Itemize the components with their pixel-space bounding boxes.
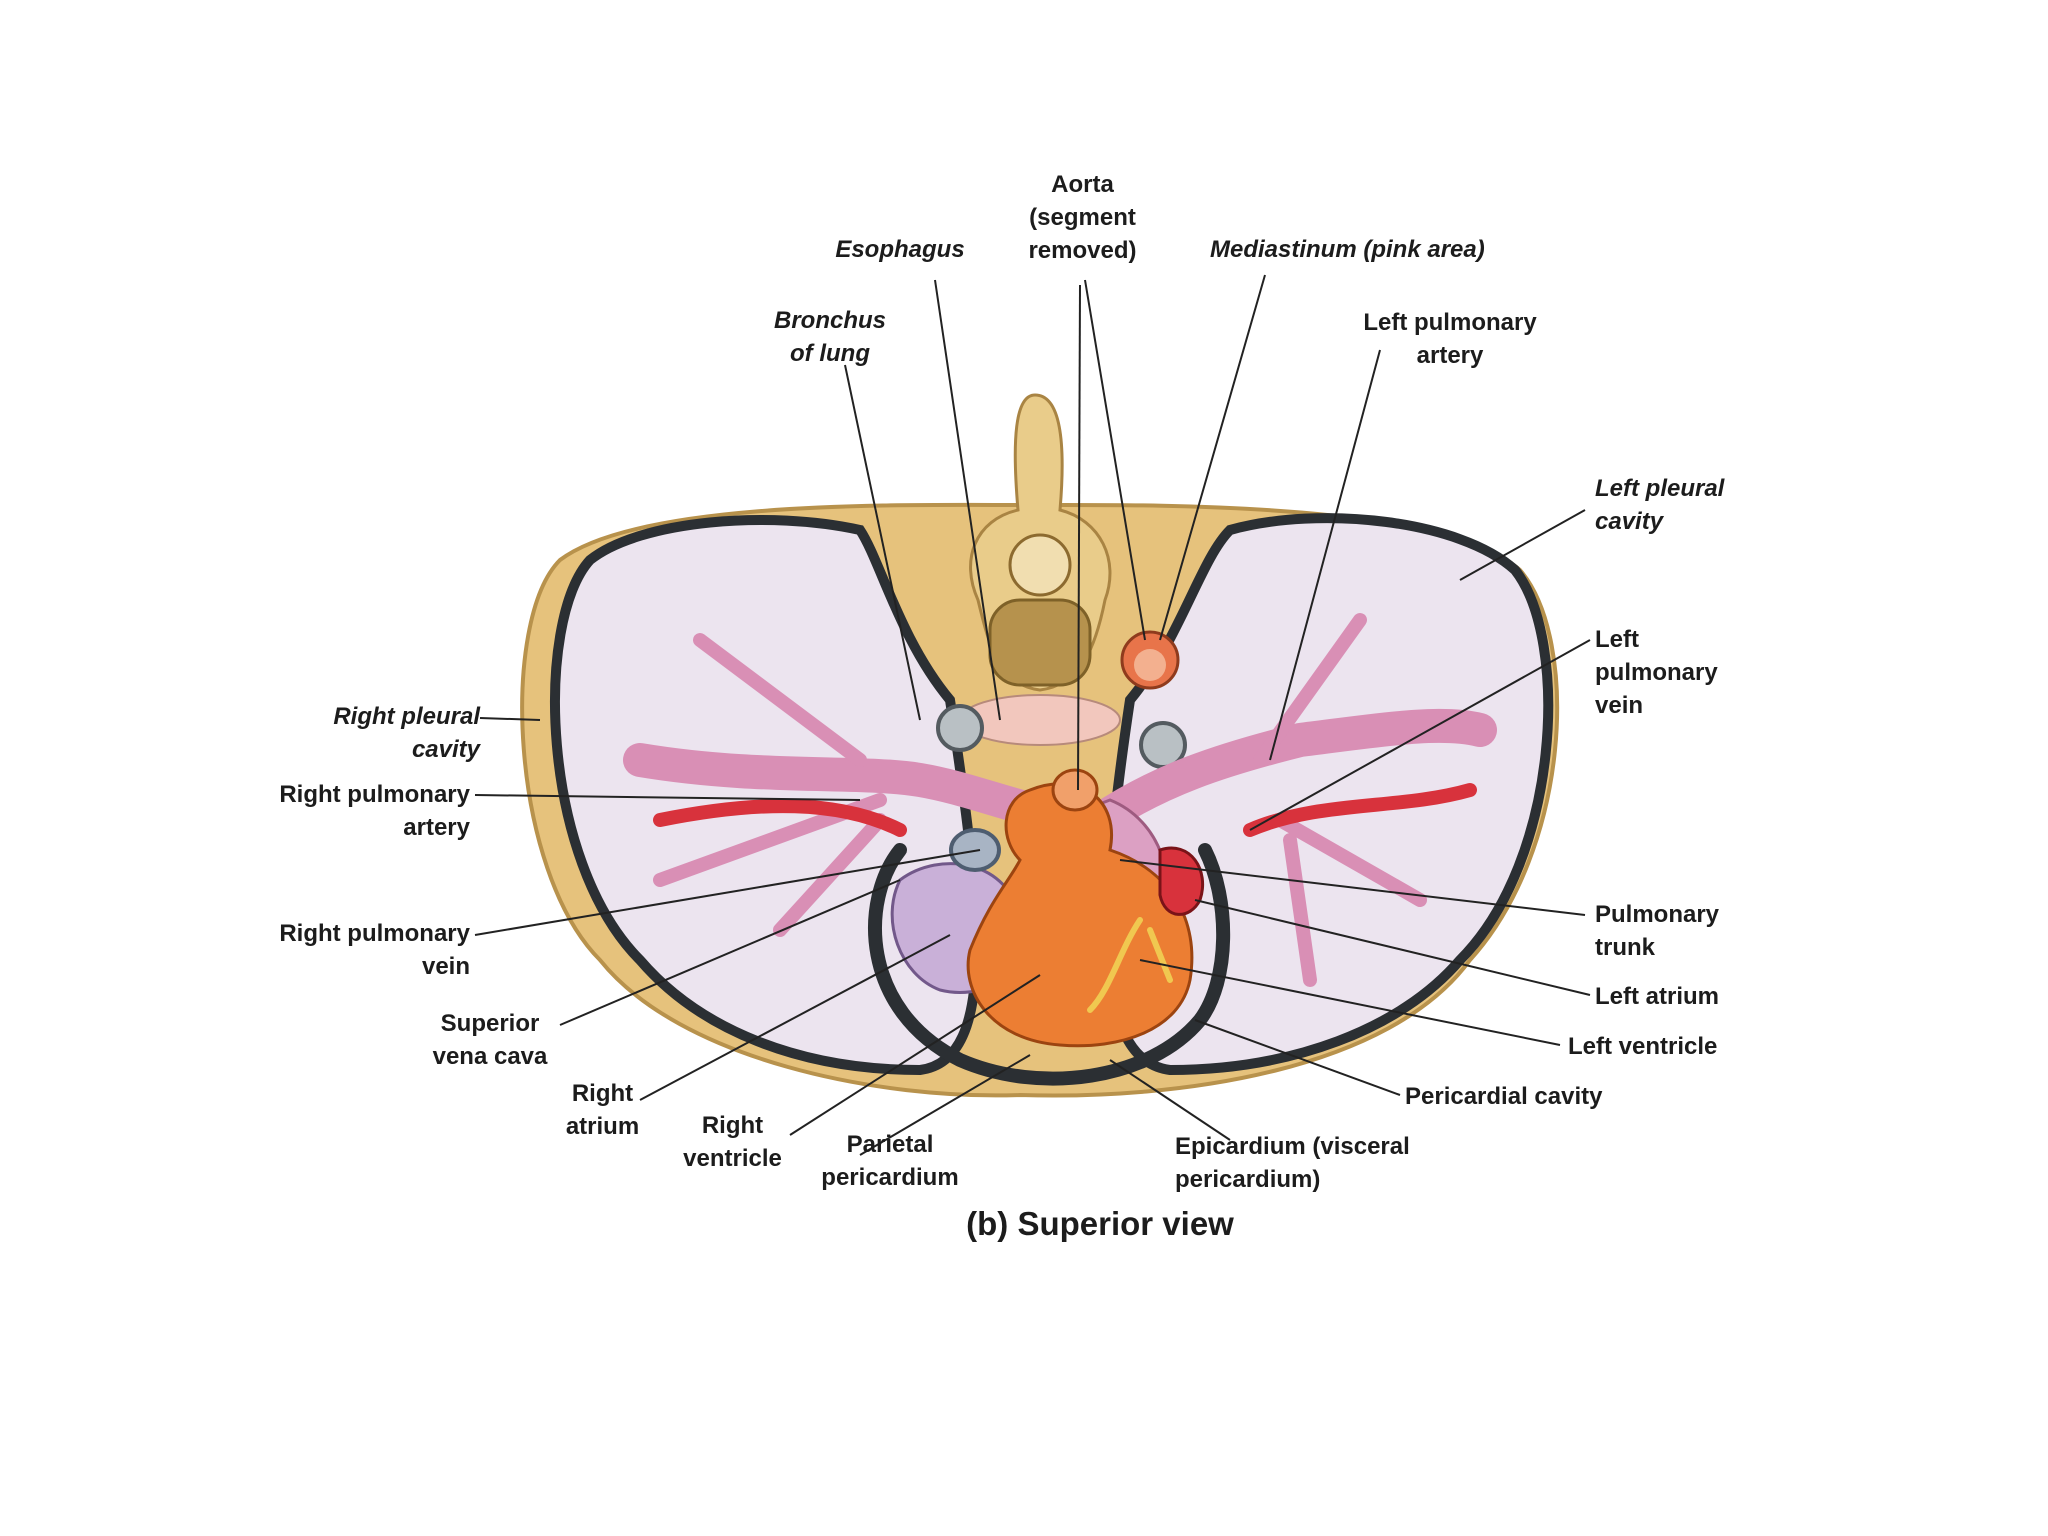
label-superior-vena-cava: Superior vena cava <box>432 1010 548 1070</box>
label-right-atrium: Right atrium <box>565 1080 640 1140</box>
pulmonary-veins <box>653 783 1477 837</box>
label-parietal-pericardium: Parietal pericardium <box>821 1131 959 1191</box>
label-pulmonary-trunk: Pulmonary trunk <box>1595 901 1720 961</box>
label-left-ventricle: Left ventricle <box>1568 1033 1718 1060</box>
label-left-pulmonary-vein: Left pulmonary vein <box>1595 626 1718 719</box>
label-left-pulmonary-artery: Left pulmonary artery <box>1363 309 1537 369</box>
coronary-vessels <box>1087 917 1173 1013</box>
label-left-atrium: Left atrium <box>1595 983 1720 1010</box>
mediastinum-area <box>959 694 1121 746</box>
vertebral-body <box>988 598 1092 687</box>
left-atrium-shape <box>1158 846 1205 916</box>
label-right-pulmonary-vein: Right pulmonary vein <box>279 920 470 980</box>
label-epicardium: Epicardium (visceral pericardium) <box>1175 1133 1410 1193</box>
spinal-canal <box>1008 533 1072 597</box>
label-esophagus: Esophagus <box>835 236 965 263</box>
label-right-pulmonary-artery: Right pulmonary artery <box>279 781 470 841</box>
heart-shape <box>966 782 1194 1048</box>
figure-caption: (b) Superior view <box>966 1205 1234 1242</box>
label-pericardial-cavity: Pericardial cavity <box>1405 1083 1603 1110</box>
label-right-pleural-cavity: Right pleural cavity <box>333 703 480 763</box>
label-mediastinum: Mediastinum (pink area) <box>1210 236 1485 263</box>
label-left-pleural-cavity: Left pleural cavity <box>1595 475 1725 535</box>
leader-lines <box>474 274 1591 1156</box>
label-aorta: Aorta (segment removed) <box>1028 171 1137 264</box>
aortic-root <box>1051 768 1099 812</box>
label-bronchus: Bronchus of lung <box>773 307 886 367</box>
right-bronchus-shape <box>936 704 984 752</box>
pericardial-sac <box>868 843 1231 1086</box>
aorta-lumen <box>1134 649 1166 681</box>
label-right-ventricle: Right ventricle <box>683 1112 782 1172</box>
